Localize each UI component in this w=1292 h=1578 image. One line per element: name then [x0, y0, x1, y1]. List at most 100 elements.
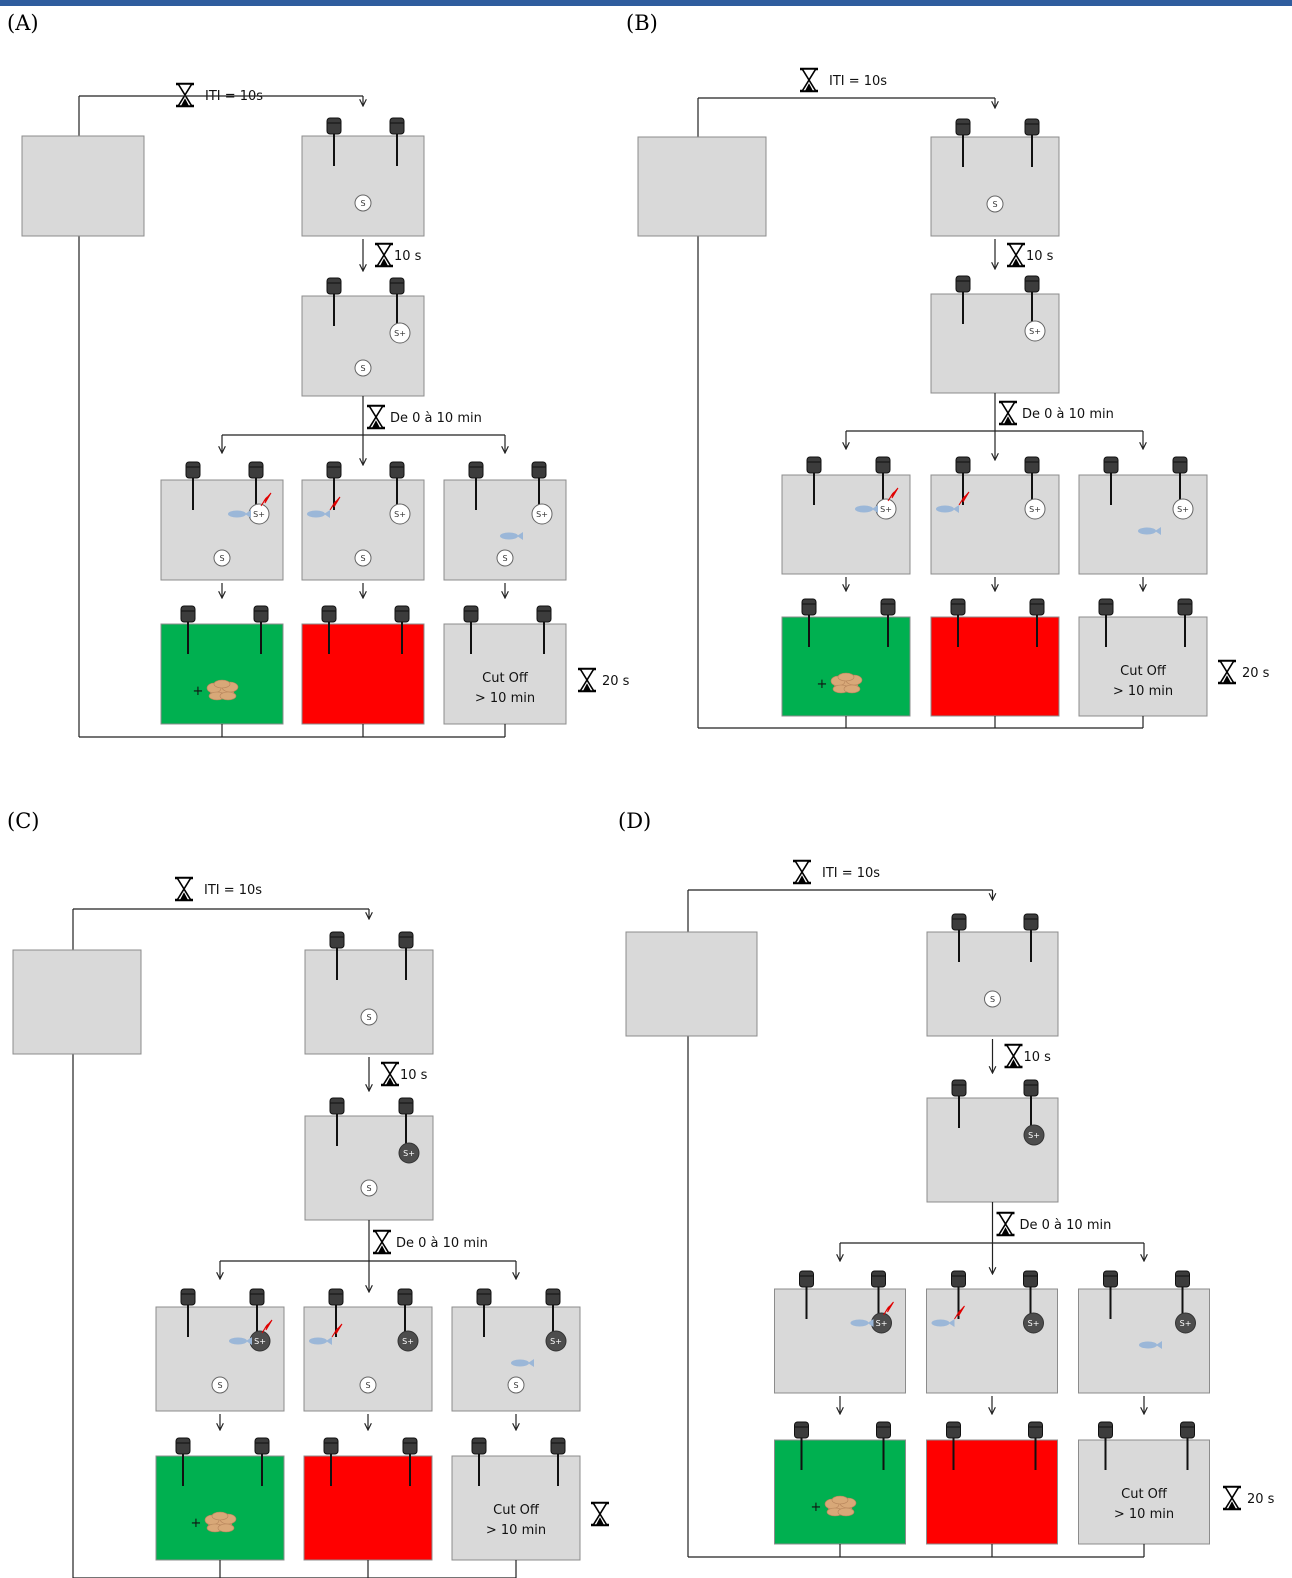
- shock-icon: [329, 496, 341, 511]
- bottle-icon: [951, 1270, 966, 1319]
- stimulus-s-icon: S: [211, 1376, 229, 1394]
- bottle-body: [951, 913, 967, 931]
- stimulus-circle: [531, 503, 553, 525]
- hourglass-glass: [373, 1230, 391, 1254]
- stimulus-label: S+: [1029, 327, 1041, 336]
- cutoff-label-line1: Cut Off: [493, 1503, 540, 1518]
- shock-icon: [954, 1305, 965, 1320]
- shock-icon: [331, 1323, 343, 1338]
- hourglass-glass: [175, 877, 193, 901]
- response-window-label: De 0 à 10 min: [396, 1236, 488, 1251]
- bottle-icon: [1103, 456, 1119, 505]
- fish-icon: [1138, 527, 1161, 535]
- bottle-body: [880, 598, 896, 616]
- bottle-icon: [806, 456, 822, 505]
- stimulus-s-plus-icon: S+: [1172, 498, 1194, 520]
- stimulus-label: S: [365, 1381, 370, 1390]
- bottle-body: [550, 1437, 566, 1455]
- stimulus-circle: [1023, 1124, 1045, 1146]
- stimulus-label: S: [366, 1184, 371, 1193]
- response-box: [1078, 1288, 1210, 1394]
- response-box: [930, 474, 1060, 575]
- bottle-icon: [398, 1097, 414, 1146]
- stimulus-label: S+: [402, 1337, 414, 1346]
- panel-label: (D): [618, 809, 651, 833]
- food-plus-sign: +: [191, 1516, 202, 1531]
- stimulus-label: S+: [1028, 1319, 1040, 1328]
- fish-body: [931, 1319, 950, 1327]
- stimulus-s-plus-icon: S+: [389, 322, 411, 344]
- stimulus-circle: [211, 1376, 229, 1394]
- stimulus-label: S: [219, 554, 224, 563]
- bottle-body: [875, 456, 891, 474]
- bottle-body: [951, 1079, 967, 1097]
- bottle-icon: [951, 1079, 967, 1128]
- bottle-body: [397, 1288, 413, 1306]
- stimulus-label: S: [513, 1381, 518, 1390]
- hourglass-glass: [800, 68, 818, 92]
- bottle-body: [536, 605, 552, 623]
- bottle-body: [1180, 1421, 1195, 1439]
- cutoff-label-line2: > 10 min: [1113, 684, 1173, 699]
- hourglass-icon: [578, 667, 596, 693]
- food-pellet: [219, 691, 237, 701]
- bottle-icon: [402, 1437, 418, 1486]
- hourglass-sand: [1001, 1227, 1010, 1235]
- bottle-body: [794, 1421, 809, 1439]
- fish-tail: [517, 532, 523, 540]
- stimulus-circle: [1175, 1312, 1196, 1334]
- hourglass-icon: [176, 82, 194, 108]
- cue-box: [304, 1115, 434, 1221]
- bottle-icon: [1098, 598, 1114, 647]
- bottle-body: [323, 1437, 339, 1455]
- bottle-icon: [323, 1437, 339, 1486]
- fish-body: [229, 1337, 247, 1345]
- stimulus-label: S+: [394, 329, 406, 338]
- bottle-icon: [326, 277, 342, 326]
- bottle-icon: [253, 605, 269, 654]
- hourglass-icon: [367, 404, 385, 430]
- fish-body: [850, 1319, 869, 1327]
- bottle-icon: [1023, 1270, 1038, 1319]
- fish-tail: [953, 505, 959, 513]
- bottle-body: [253, 605, 269, 623]
- stimulus-circle: [545, 1330, 567, 1352]
- fish-body: [309, 1337, 327, 1345]
- bottle-body: [394, 605, 410, 623]
- bottle-icon: [801, 598, 817, 647]
- stimulus-s-icon: S: [354, 359, 372, 377]
- end-timer-label: 20 s: [1242, 666, 1270, 681]
- bottle-body: [946, 1421, 961, 1439]
- bottle-icon: [329, 1097, 345, 1146]
- trial-start-box: [930, 136, 1060, 237]
- shock-icon: [883, 1301, 894, 1316]
- hourglass-icon: [793, 859, 811, 885]
- fish-icon: [307, 510, 330, 518]
- stimulus-s-icon: S: [360, 1008, 378, 1026]
- stimulus-s-icon: S: [984, 990, 1001, 1008]
- bottle-icon: [1029, 598, 1045, 647]
- fish-tail: [324, 510, 330, 518]
- hourglass-glass: [381, 1062, 399, 1086]
- bottle-icon: [175, 1437, 191, 1486]
- hourglass-sand: [582, 683, 592, 691]
- bottle-body: [398, 1097, 414, 1115]
- bottle-icon: [1177, 598, 1193, 647]
- punishment-box: [930, 616, 1060, 717]
- stimulus-circle: [986, 195, 1004, 213]
- bottle-icon: [1180, 1421, 1195, 1470]
- stimulus-s-icon: S: [507, 1376, 525, 1394]
- hourglass-icon: [1223, 1485, 1241, 1511]
- fish-tail: [528, 1359, 534, 1367]
- bottle-body: [1028, 1421, 1043, 1439]
- food-plus-sign: +: [811, 1500, 822, 1515]
- bottle-body: [180, 605, 196, 623]
- hourglass-sand: [804, 83, 814, 91]
- iti-label: ITI = 10s: [829, 74, 887, 89]
- hourglass-icon: [999, 400, 1017, 426]
- stimulus-s-icon: S: [354, 549, 372, 567]
- trial-start-box: [926, 931, 1059, 1037]
- cutoff-box: [451, 1455, 581, 1561]
- fish-body: [228, 510, 246, 518]
- stimulus-circle: [360, 1008, 378, 1026]
